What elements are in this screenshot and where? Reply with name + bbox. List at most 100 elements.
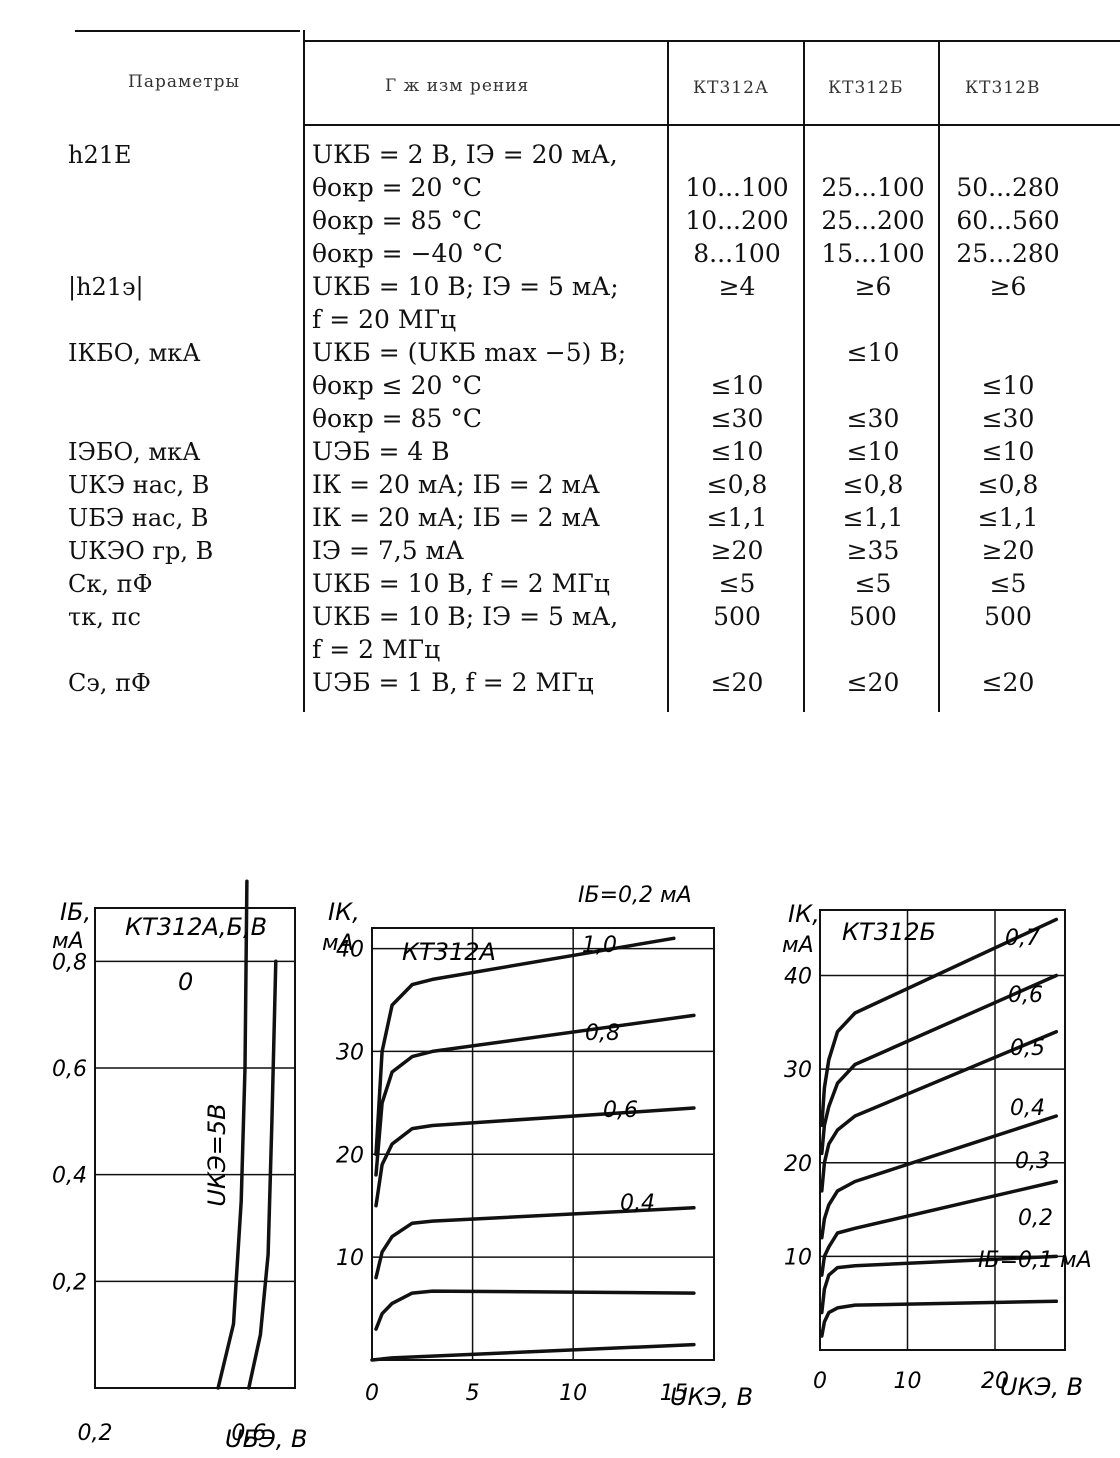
series-label: 0,6: [603, 1098, 638, 1123]
series-label: UКЭ=5В: [203, 1103, 231, 1206]
y-tick-label: 10: [784, 1245, 812, 1270]
table-cell-value: 500: [849, 602, 897, 631]
y-axis-unit: мА: [322, 931, 354, 956]
table-cell-value: ≤10: [981, 437, 1035, 466]
table-row-condition: IК = 20 мА; IБ = 2 мА: [312, 503, 600, 532]
chart-title: КТ312Б: [842, 918, 936, 946]
table-header-rule: [305, 124, 1120, 126]
x-axis-label: UБЭ, В: [225, 1425, 308, 1453]
table-row-condition: IК = 20 мА; IБ = 2 мА: [312, 470, 600, 499]
table-row-condition: UЭБ = 1 В, f = 2 МГц: [312, 668, 594, 697]
chart-title: КТ312А,Б,В: [125, 913, 267, 941]
y-tick-label: 30: [336, 1040, 364, 1065]
x-tick-label: 0: [365, 1381, 379, 1406]
table-cell-value: ≥6: [854, 272, 892, 301]
table-row-condition: UКБ = 10 В, f = 2 МГц: [312, 569, 610, 598]
header-parameters: Параметры: [128, 72, 241, 92]
table-col-divider: [803, 40, 805, 712]
table-cell-value: ≤0,8: [977, 470, 1039, 499]
table-row-condition: UКБ = 10 В; IЭ = 5 мА,: [312, 602, 619, 631]
table-cell-value: 10...100: [685, 173, 789, 202]
table-col-divider: [303, 30, 305, 712]
table-row-param: |h21э|: [68, 273, 144, 301]
table-cell-value: ≤5: [989, 569, 1027, 598]
table-row-condition: θокр = 85 °С: [312, 206, 482, 235]
table-row-condition: f = 20 МГц: [312, 305, 457, 334]
table-row-param: UКЭО гр, В: [68, 537, 214, 565]
table-row-condition: θокр = −40 °С: [312, 239, 503, 268]
table-cell-value: 50...280: [956, 173, 1060, 202]
table-cell-value: ≥4: [718, 272, 756, 301]
table-cell-value: ≥35: [846, 536, 900, 565]
series-line: [374, 1289, 696, 1331]
table-cell-value: ≤10: [846, 338, 900, 367]
x-tick-label: 5: [466, 1381, 480, 1406]
table-cell-value: ≥6: [989, 272, 1027, 301]
table-cell-value: 25...200: [821, 206, 925, 235]
table-cell-value: 25...280: [956, 239, 1060, 268]
table-cell-value: ≤20: [981, 668, 1035, 697]
table-row-param: τк, пс: [68, 603, 141, 631]
series-line: [820, 973, 1059, 1156]
table-cell-value: 25...100: [821, 173, 925, 202]
table-top-rule: [75, 30, 300, 32]
series-label: 0,6: [1008, 983, 1043, 1008]
y-tick-label: 0,6: [52, 1057, 87, 1082]
x-tick-label: 10: [894, 1369, 922, 1394]
table-cell-value: ≤30: [710, 404, 764, 433]
series-label: 0,8: [585, 1021, 620, 1046]
table-cell-value: ≤30: [846, 404, 900, 433]
table-cell-value: ≤30: [981, 404, 1035, 433]
table-row-param: UКЭ нас, В: [68, 471, 210, 499]
table-row-param: IЭБО, мкА: [68, 438, 201, 466]
header-kt312b: КТ312Б: [828, 78, 904, 98]
table-cell-value: ≤1,1: [706, 503, 768, 532]
x-tick-label: 0: [813, 1369, 827, 1394]
y-tick-label: 40: [336, 938, 364, 963]
table-col-divider: [938, 40, 940, 712]
table-cell-value: 15...100: [821, 239, 925, 268]
series-line: [820, 1029, 1059, 1193]
header-kt312a: КТ312А: [693, 78, 769, 98]
series-label: 0,4: [1010, 1096, 1045, 1121]
series-line: [247, 959, 278, 1390]
plot-frame: [819, 909, 1066, 1351]
table-top-rule-right: [305, 40, 1120, 42]
x-tick-label: 0,6: [231, 1421, 266, 1446]
table-row-condition: θокр ≤ 20 °С: [312, 371, 482, 400]
table-row-param: Cк, пФ: [68, 570, 153, 598]
table-row-param: IКБО, мкА: [68, 339, 201, 367]
table-cell-value: ≤1,1: [842, 503, 904, 532]
table-cell-value: ≤5: [854, 569, 892, 598]
table-row-condition: θокр = 20 °С: [312, 173, 482, 202]
table-row-condition: θокр = 85 °С: [312, 404, 482, 433]
series-label: 0,7: [1005, 926, 1040, 951]
x-tick-label: 10: [559, 1381, 587, 1406]
table-cell-value: 60...560: [956, 206, 1060, 235]
y-tick-label: 30: [784, 1058, 812, 1083]
series-line: [374, 1106, 696, 1208]
table-row-condition: UКБ = (UКБ max −5) В;: [312, 338, 627, 367]
table-cell-value: 10...200: [685, 206, 789, 235]
y-tick-label: 20: [336, 1143, 364, 1168]
plot-frame: [94, 907, 296, 1389]
parameters-table: Параметры Г ж изм рения КТ312А КТ312Б КТ…: [0, 0, 1120, 720]
header-kt312v: КТ312В: [965, 78, 1041, 98]
chart-title: КТ312А: [402, 938, 496, 966]
y-tick-label: 40: [784, 965, 812, 990]
series-label: 0: [178, 968, 193, 996]
table-cell-value: ≤5: [718, 569, 756, 598]
table-row-condition: UКБ = 10 В; IЭ = 5 мА;: [312, 272, 619, 301]
table-cell-value: ≥20: [981, 536, 1035, 565]
series-line: [374, 1206, 696, 1280]
series-line: [820, 1254, 1059, 1315]
table-row-param: h21Е: [68, 141, 132, 169]
table-row-condition: UЭБ = 4 В: [312, 437, 450, 466]
y-tick-label: 0,2: [52, 1270, 87, 1295]
x-tick-label: 0,2: [78, 1421, 113, 1446]
table-cell-value: ≤0,8: [706, 470, 768, 499]
table-cell-value: 8...100: [693, 239, 781, 268]
